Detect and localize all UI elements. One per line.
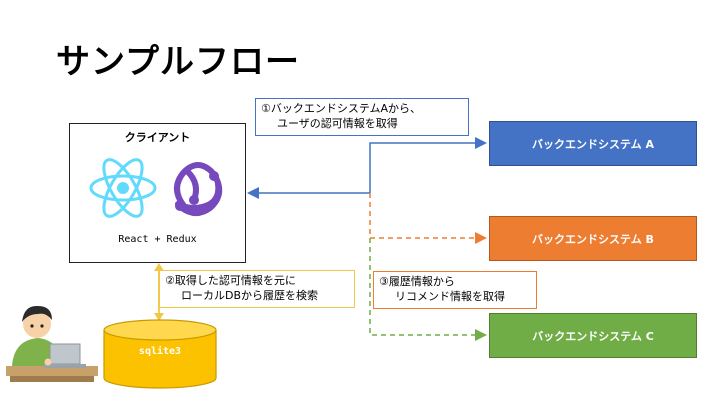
backend-system-c: バックエンドシステム C [489, 313, 697, 358]
arrow-backend-b [369, 193, 487, 244]
page-title: サンプルフロー [56, 42, 300, 82]
step3-line1: ③履歴情報から [379, 275, 455, 288]
backend-system-a: バックエンドシステム A [489, 121, 697, 166]
backend-system-b: バックエンドシステム B [489, 216, 697, 261]
redux-logo-icon [174, 162, 223, 216]
database-label: sqlite3 [138, 346, 182, 357]
step1-note: ①バックエンドシステムAから、 ユーザの認可情報を取得 [255, 98, 469, 136]
arrowhead-up [154, 263, 164, 271]
step2-note: ②取得した認可情報を元に ローカルDBから履歴を検索 [159, 270, 355, 308]
step1-line2: ユーザの認可情報を取得 [277, 117, 398, 130]
step1-line1: ①バックエンドシステムAから、 [261, 102, 422, 115]
react-logo-icon [89, 158, 157, 218]
step3-note: ③履歴情報から リコメンド情報を取得 [373, 271, 537, 309]
client-subtitle: React + Redux [118, 234, 197, 245]
client-box: クライアント React + Redux [69, 123, 246, 263]
user-illustration [6, 305, 98, 382]
step3-line2: リコメンド情報を取得 [395, 290, 505, 303]
client-title: クライアント [124, 131, 191, 144]
arrow-backend-a [369, 137, 487, 193]
step2-line2: ローカルDBから履歴を検索 [181, 289, 319, 302]
database-cylinder [103, 319, 217, 389]
arrow-backend-c [369, 238, 487, 341]
arrowhead-down [154, 313, 164, 321]
step2-line1: ②取得した認可情報を元に [165, 274, 296, 287]
